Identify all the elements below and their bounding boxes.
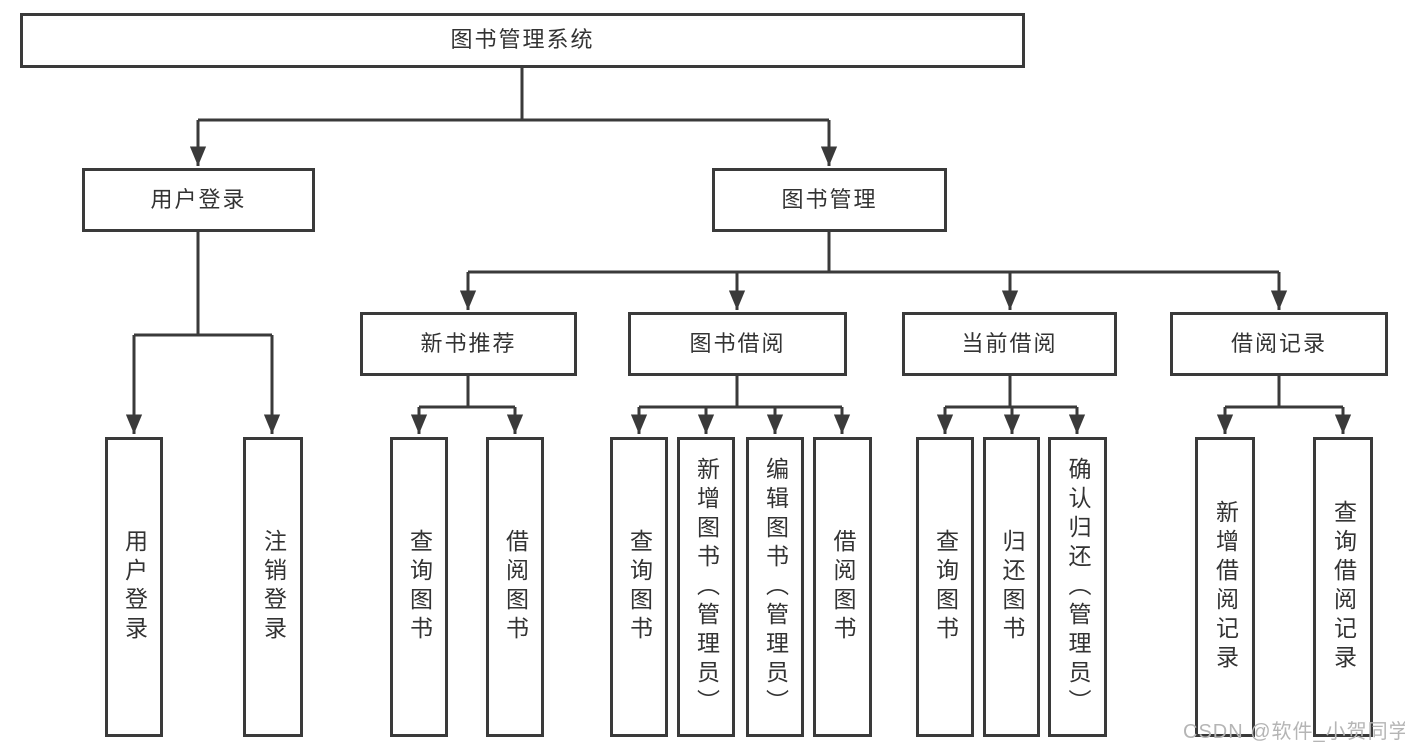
leaf-br-add-borrow-record: 新增借阅记录 bbox=[1195, 437, 1255, 737]
leaf-bb-query-book: 查询图书 bbox=[610, 437, 668, 737]
connector-current-borrow-trunk bbox=[945, 376, 1077, 409]
node-book-borrowing: 图书借阅 bbox=[628, 312, 847, 376]
csdn-watermark: CSDN @软件_小贺同学 bbox=[1183, 721, 1405, 743]
leaf-bb-borrow-book: 借阅图书 bbox=[813, 437, 872, 737]
leaf-bb-edit-book-admin: 编辑图书（管理员） bbox=[746, 437, 804, 737]
connector-borrow-records-trunk bbox=[1225, 376, 1343, 409]
leaf-user-login: 用户登录 bbox=[105, 437, 163, 737]
leaf-cb-return-book: 归还图书 bbox=[983, 437, 1040, 737]
connector-book-borrow-trunk bbox=[639, 376, 842, 409]
connector-new-book-trunk bbox=[419, 376, 515, 409]
node-borrow-records: 借阅记录 bbox=[1170, 312, 1388, 376]
leaf-nb-query-book: 查询图书 bbox=[390, 437, 448, 737]
leaf-cb-confirm-return-admin: 确认归还（管理员） bbox=[1048, 437, 1107, 737]
node-book-management: 图书管理 bbox=[712, 168, 947, 232]
leaf-br-query-borrow-record: 查询借阅记录 bbox=[1313, 437, 1373, 737]
leaf-bb-add-book-admin: 新增图书（管理员） bbox=[677, 437, 735, 737]
connector-user-login-trunk bbox=[134, 232, 272, 337]
leaf-logout: 注销登录 bbox=[243, 437, 303, 737]
leaf-nb-borrow-book: 借阅图书 bbox=[486, 437, 544, 737]
leaf-cb-query-book: 查询图书 bbox=[916, 437, 974, 737]
node-new-book-recommend: 新书推荐 bbox=[360, 312, 577, 376]
connector-root-trunk bbox=[198, 68, 829, 122]
node-current-borrowing: 当前借阅 bbox=[902, 312, 1117, 376]
node-root-book-management-system: 图书管理系统 bbox=[20, 13, 1025, 68]
connector-book-management-trunk bbox=[468, 232, 1279, 274]
node-user-login: 用户登录 bbox=[82, 168, 315, 232]
